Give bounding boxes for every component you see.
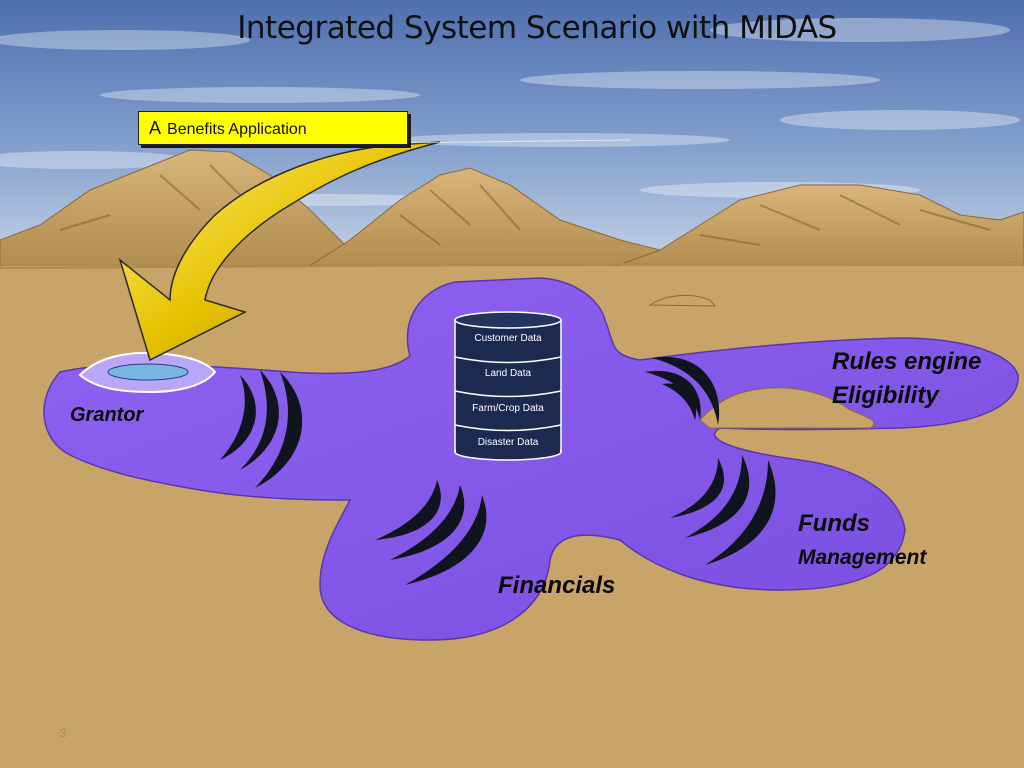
wave-marks-financials xyxy=(375,480,487,585)
db-segment-customer: Customer Data xyxy=(474,333,542,344)
distant-rock xyxy=(648,295,717,307)
splash-water xyxy=(107,363,189,381)
label-funds: Funds xyxy=(798,510,870,537)
callout-letter: A xyxy=(149,118,162,138)
page-number: 3 xyxy=(60,726,67,740)
label-rules-engine: Rules engine xyxy=(832,348,982,375)
wave-marks-funds xyxy=(670,455,776,565)
mountain-shading xyxy=(59,164,991,246)
rock-island xyxy=(699,387,875,429)
benefits-application-callout: A Benefits Application xyxy=(138,111,408,145)
db-segment-land: Land Data xyxy=(484,368,532,379)
callout-text: Benefits Application xyxy=(167,121,307,138)
slide-title: Integrated System Scenario with MIDAS xyxy=(237,10,837,46)
wave-marks-rules xyxy=(645,356,720,425)
mountain-right xyxy=(599,184,1024,273)
database-cylinder xyxy=(454,311,562,461)
db-segment-disaster: Disaster Data xyxy=(477,437,539,448)
label-management: Management xyxy=(798,546,927,569)
db-segment-farm-crop: Farm/Crop Data xyxy=(472,403,544,414)
wave-marks-grantor xyxy=(220,370,303,488)
label-financials: Financials xyxy=(498,572,616,599)
label-eligibility: Eligibility xyxy=(832,382,939,409)
label-grantor: Grantor xyxy=(70,404,144,426)
arrow-benefits xyxy=(118,141,441,362)
